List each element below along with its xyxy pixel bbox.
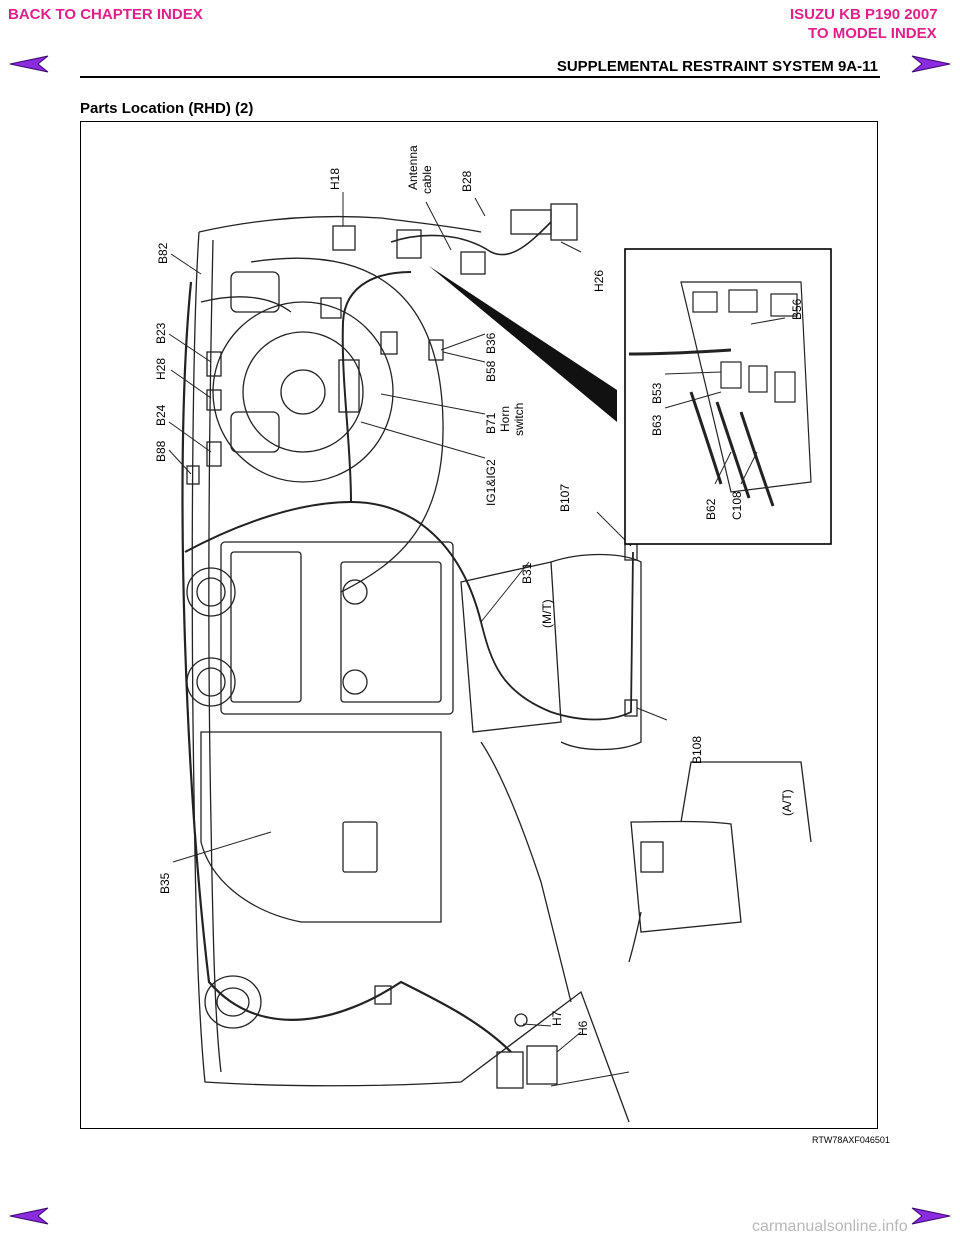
label-b58: B58 <box>484 360 498 382</box>
footer-previous-arrow-icon[interactable] <box>8 1206 50 1226</box>
label-b63: B63 <box>650 414 664 436</box>
label-b88: B88 <box>154 440 168 462</box>
label-b107: B107 <box>558 484 572 512</box>
dashboard-wiring-diagram: B82 B23 H28 B24 B88 H18 Antenna cable B2… <box>154 145 832 1123</box>
label-b28: B28 <box>460 170 474 192</box>
label-h7: H7 <box>550 1010 564 1026</box>
footer-next-arrow-icon[interactable] <box>910 1206 952 1226</box>
label-h26: H26 <box>592 270 606 292</box>
page-heading: SUPPLEMENTAL RESTRAINT SYSTEM 9A-11 <box>556 58 878 75</box>
label-h28: H28 <box>154 358 168 380</box>
label-c108: C108 <box>730 491 744 520</box>
label-b36: B36 <box>484 332 498 354</box>
label-h18: H18 <box>328 168 342 190</box>
label-mt: (M/T) <box>540 599 554 628</box>
header-rule <box>80 76 880 78</box>
label-b71: B71 <box>484 412 498 434</box>
label-b53: B53 <box>650 382 664 404</box>
figure-code: RTW78AXF046501 <box>812 1135 890 1145</box>
label-horn: Horn <box>498 406 512 432</box>
next-page-arrow-icon[interactable] <box>910 54 952 74</box>
to-model-index-link[interactable]: TO MODEL INDEX <box>808 25 937 42</box>
label-b108: B108 <box>690 736 704 764</box>
label-switch: switch <box>512 403 526 436</box>
label-b35: B35 <box>158 872 172 894</box>
label-b56: B56 <box>790 298 804 320</box>
label-ig1-ig2: IG1&IG2 <box>484 459 498 506</box>
model-title-link[interactable]: ISUZU KB P190 2007 <box>790 6 938 23</box>
section-title: Parts Location (RHD) (2) <box>80 100 254 117</box>
label-b31: B31 <box>520 562 534 584</box>
label-cable: cable <box>420 165 434 194</box>
label-b62: B62 <box>704 498 718 520</box>
parts-location-figure: B82 B23 H28 B24 B88 H18 Antenna cable B2… <box>80 121 878 1129</box>
label-b24: B24 <box>154 404 168 426</box>
label-antenna: Antenna <box>406 145 420 190</box>
label-at: (A/T) <box>780 789 794 816</box>
label-b82: B82 <box>156 242 170 264</box>
previous-page-arrow-icon[interactable] <box>8 54 50 74</box>
footer-site-watermark: carmanualsonline.info <box>752 1218 908 1235</box>
label-b23: B23 <box>154 322 168 344</box>
back-to-chapter-index-link[interactable]: BACK TO CHAPTER INDEX <box>8 6 203 23</box>
label-h6: H6 <box>576 1020 590 1036</box>
